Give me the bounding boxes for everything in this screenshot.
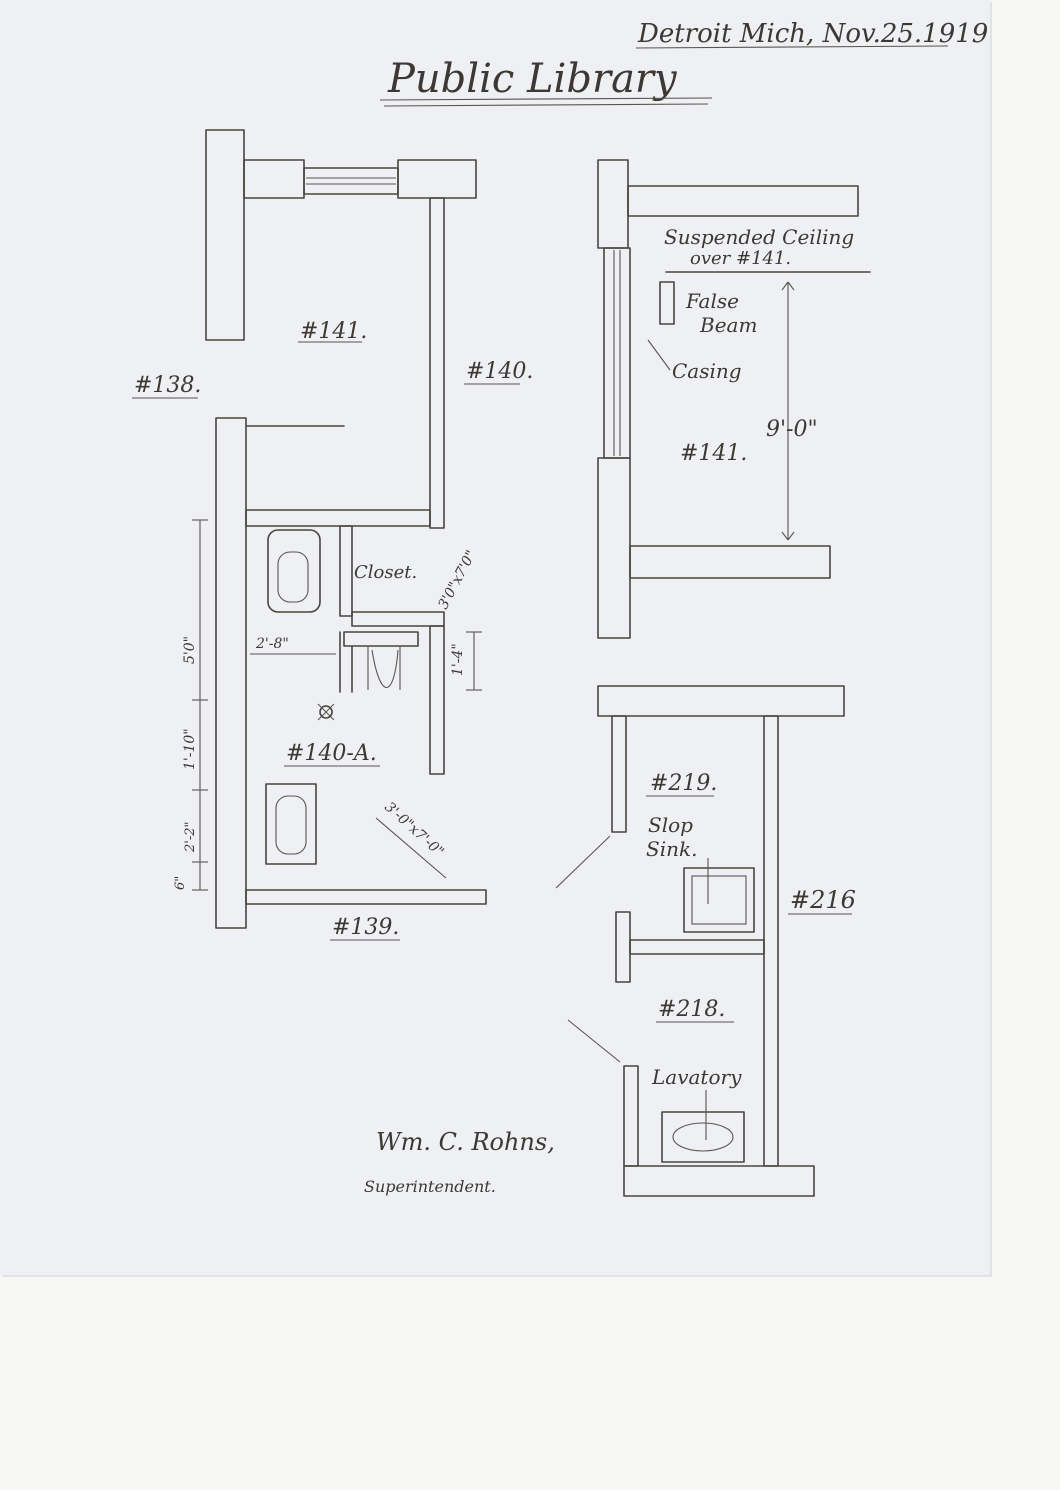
- room-219-label: #219.: [650, 771, 717, 796]
- title: Public Library: [387, 56, 678, 102]
- room-138-label: #138.: [134, 373, 201, 398]
- place-date: Detroit Mich, Nov.25.1919.: [637, 19, 990, 49]
- suspended-ceiling-note-2: over #141.: [690, 248, 791, 269]
- dim-1-10: 1'-10": [182, 728, 198, 770]
- right-section-drawing: [597, 159, 871, 639]
- dim-door-upper: 3'0"x7'0": [435, 548, 479, 612]
- section-room-141: #141.: [680, 441, 747, 466]
- paper-sheet: Detroit Mich, Nov.25.1919. Public Librar…: [132, 19, 990, 1197]
- closet-label: Closet.: [354, 562, 417, 583]
- lavatory-label: Lavatory: [651, 1065, 742, 1089]
- suspended-ceiling-note: Suspended Ceiling: [664, 225, 854, 249]
- dim-width-2-8: 2'-8": [255, 636, 289, 652]
- room-140a-label: #140-A.: [286, 741, 377, 766]
- dim-2-2: 2'-2": [183, 822, 198, 854]
- height-9-0: 9'-0": [766, 417, 818, 442]
- room-139-label: #139.: [332, 915, 399, 940]
- false-beam-label-1: False: [685, 289, 739, 313]
- left-floor-plan: [192, 129, 487, 929]
- room-141-label: #141.: [300, 319, 367, 344]
- room-216-label: #216: [790, 886, 856, 914]
- dim-6: 6": [173, 876, 188, 890]
- slop-sink-label-2: Sink.: [646, 837, 697, 861]
- dim-height-1-4: 1'-4": [450, 643, 466, 676]
- right-floor-plan: [555, 685, 845, 1197]
- signature-role: Superintendent.: [364, 1177, 496, 1196]
- slop-sink-label-1: Slop: [648, 813, 693, 837]
- casing-label: Casing: [672, 359, 742, 383]
- room-140-label: #140.: [466, 359, 533, 384]
- false-beam-label-2: Beam: [699, 313, 757, 337]
- dim-5-0: 5'0": [182, 636, 198, 664]
- floor-plan-drawing: Detroit Mich, Nov.25.1919. Public Librar…: [132, 19, 990, 1197]
- signature-name: Wm. C. Rohns,: [376, 1128, 555, 1156]
- room-218-label: #218.: [658, 997, 725, 1022]
